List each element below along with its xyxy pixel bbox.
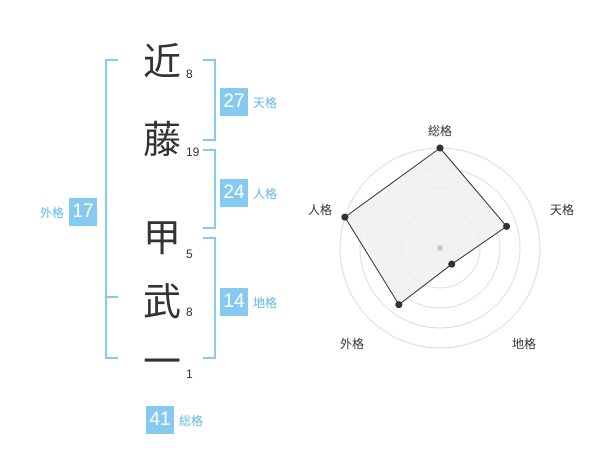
soukaku-label: 総格: [179, 413, 204, 428]
chikaku-badge: 14 地格: [220, 288, 277, 316]
name-char-1: 近: [142, 40, 181, 84]
tenkaku-label: 天格: [253, 95, 278, 110]
radar-point-5: [341, 213, 349, 221]
soukaku-value: 41: [146, 406, 174, 434]
tenkaku-bracket: [203, 59, 216, 141]
name-char-5: 一: [142, 340, 181, 384]
gaikaku-badge: 外格 17: [40, 198, 98, 226]
radar-chart: [339, 144, 541, 349]
radar-axis-label-soukaku: 総格: [427, 124, 452, 138]
brackets: [105, 59, 216, 359]
jinkaku-badge: 24 人格: [220, 179, 277, 207]
gaikaku-label: 外格: [40, 205, 65, 220]
jinkaku-value: 24: [220, 179, 248, 207]
radar-polygon: [344, 147, 508, 306]
name-char-2: 藤: [142, 118, 181, 162]
radar-center-dot: [437, 245, 443, 251]
radar-axis-label-jinkaku: 人格: [307, 203, 332, 217]
radar-axis-label-chikaku: 地格: [511, 337, 536, 351]
name-char-4: 武: [142, 280, 181, 324]
stroke-count-1: 8: [186, 67, 193, 81]
stroke-count-2: 19: [186, 145, 200, 159]
radar-point-1: [436, 144, 444, 152]
radar-axis-label-tenkaku: 天格: [549, 203, 574, 217]
stroke-count-3: 5: [186, 247, 193, 261]
tenkaku-badge: 27 天格: [220, 88, 277, 116]
chikaku-label: 地格: [253, 295, 278, 310]
stroke-count-5: 1: [186, 367, 193, 381]
jinkaku-bracket: [203, 149, 216, 229]
radar-point-2: [503, 222, 511, 230]
name-char-3: 甲: [142, 216, 181, 260]
radar-axis-label-gaikaku: 外格: [339, 337, 364, 351]
tenkaku-value: 27: [220, 88, 248, 116]
radar-point-4: [395, 301, 403, 309]
chikaku-value: 14: [220, 288, 248, 316]
chikaku-bracket: [203, 237, 216, 359]
jinkaku-label: 人格: [253, 186, 278, 201]
gaikaku-bracket: [105, 59, 118, 359]
soukaku-badge: 41 総格: [146, 406, 203, 434]
radar-point-3: [448, 260, 456, 268]
stroke-count-4: 8: [186, 305, 193, 319]
gaikaku-value: 17: [69, 198, 98, 226]
